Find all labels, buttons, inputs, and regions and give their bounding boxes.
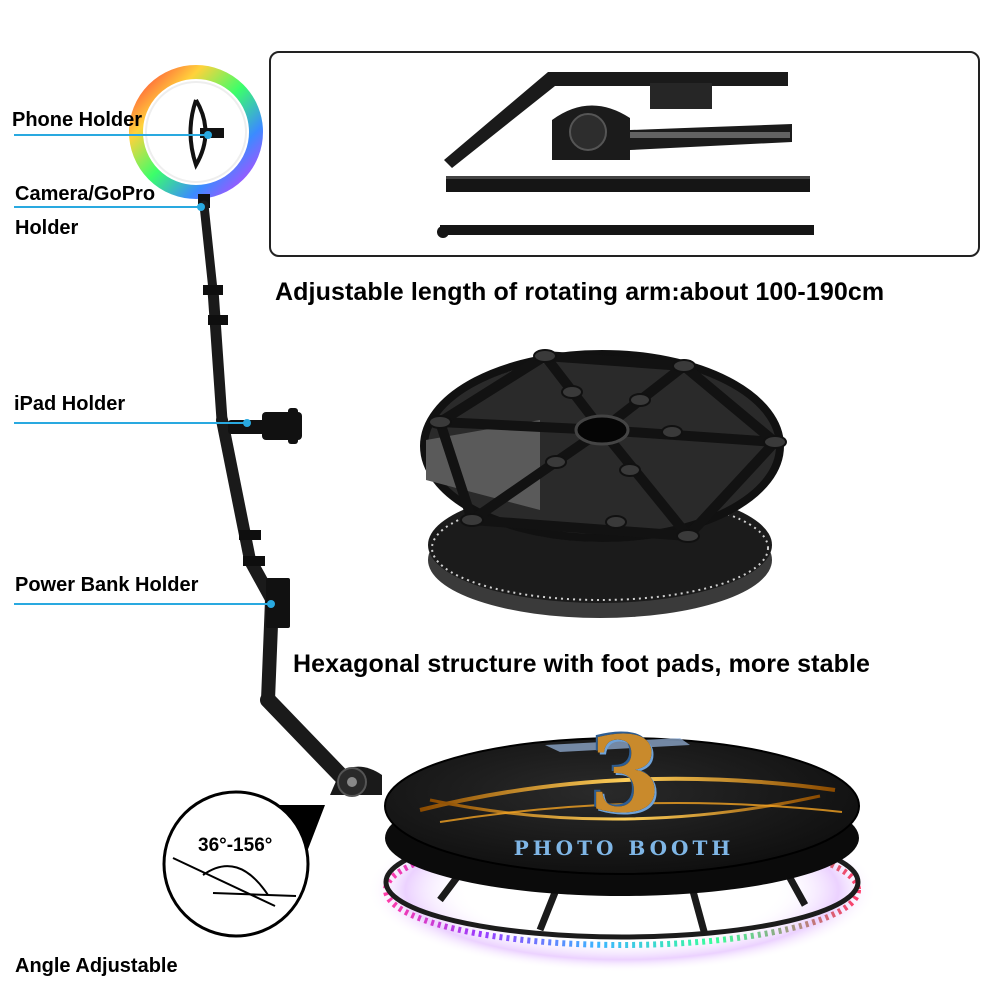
arm-parts-frame (269, 51, 980, 257)
power-bank-holder-label: Power Bank Holder (15, 574, 199, 596)
phone-holder-label: Phone Holder (12, 109, 143, 131)
angle-hinge (330, 766, 382, 797)
ipad-holder-line (14, 422, 246, 424)
platform-logo-text: PHOTO BOOTH (513, 836, 735, 860)
ipad-holder-label: iPad Holder (14, 393, 126, 415)
camera-holder-label: Camera/GoPro (15, 183, 156, 205)
platform-logo-numeral: 3 (588, 713, 662, 836)
pole-clamps (203, 285, 265, 566)
phone-holder-dot (204, 131, 212, 139)
angle-range-label: 36°-156° (198, 835, 273, 856)
hexagonal-base-heading: Hexagonal structure with foot pads, more… (293, 650, 871, 678)
ipad-holder-dot (243, 419, 251, 427)
ring-light (129, 65, 263, 208)
hexagonal-base-photo (420, 349, 787, 618)
power-bank-holder-line (14, 603, 270, 605)
arm-length-heading: Adjustable length of rotating arm:about … (275, 278, 885, 306)
camera-holder-dot (197, 203, 205, 211)
photo-booth-platform (367, 737, 877, 972)
phone-holder-line (14, 134, 208, 136)
camera-holder-label-line2: Holder (15, 217, 79, 239)
camera-holder-line (14, 206, 200, 208)
power-bank-holder-dot (267, 600, 275, 608)
angle-adjustable-label: Angle Adjustable (15, 955, 178, 977)
power-bank-box-device (266, 578, 290, 628)
ipad-holder-device (228, 408, 302, 444)
arm-parts (437, 72, 814, 238)
